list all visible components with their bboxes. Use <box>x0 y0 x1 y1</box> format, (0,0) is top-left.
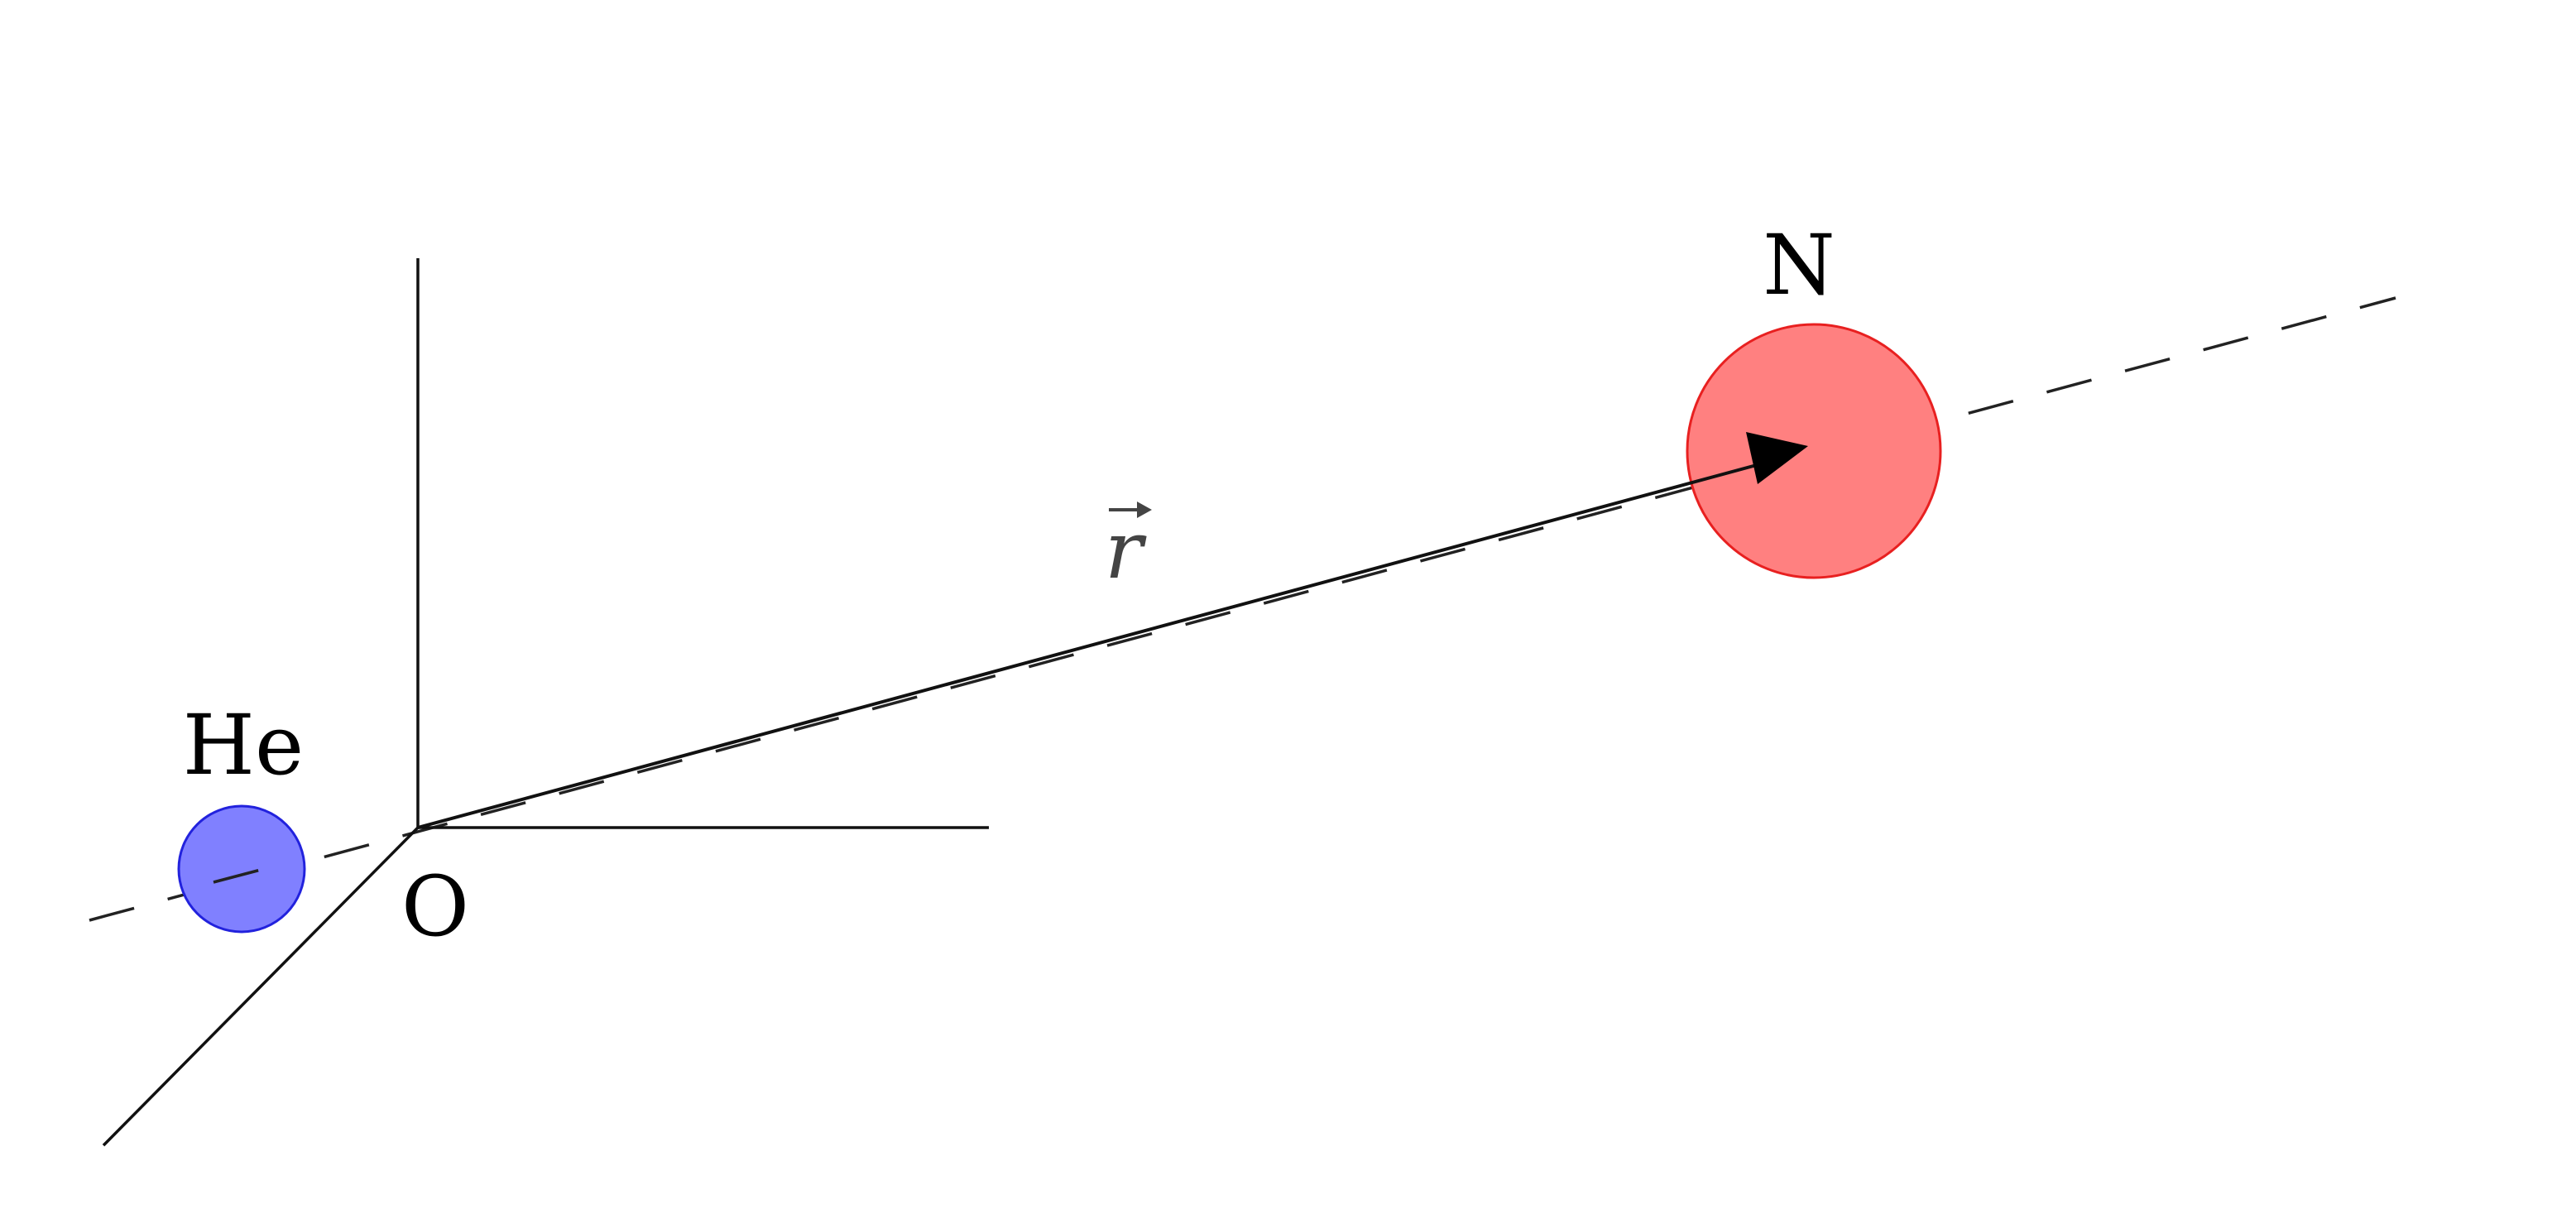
origin-label: O <box>401 858 469 955</box>
position-vector-r <box>417 462 1763 829</box>
nitrogen-atom <box>1686 323 1942 579</box>
molecular-axis-dashed-line <box>89 296 2396 922</box>
vector-arrow-accent-head <box>1137 502 1152 518</box>
helium-atom <box>177 804 306 934</box>
vector-arrowhead <box>1746 432 1808 484</box>
helium-label: He <box>183 697 304 794</box>
y-axis <box>102 826 420 1147</box>
helium-axis-segment <box>213 864 277 884</box>
vector-label: r <box>1105 504 1147 597</box>
nitrogen-label: N <box>1763 217 1835 314</box>
